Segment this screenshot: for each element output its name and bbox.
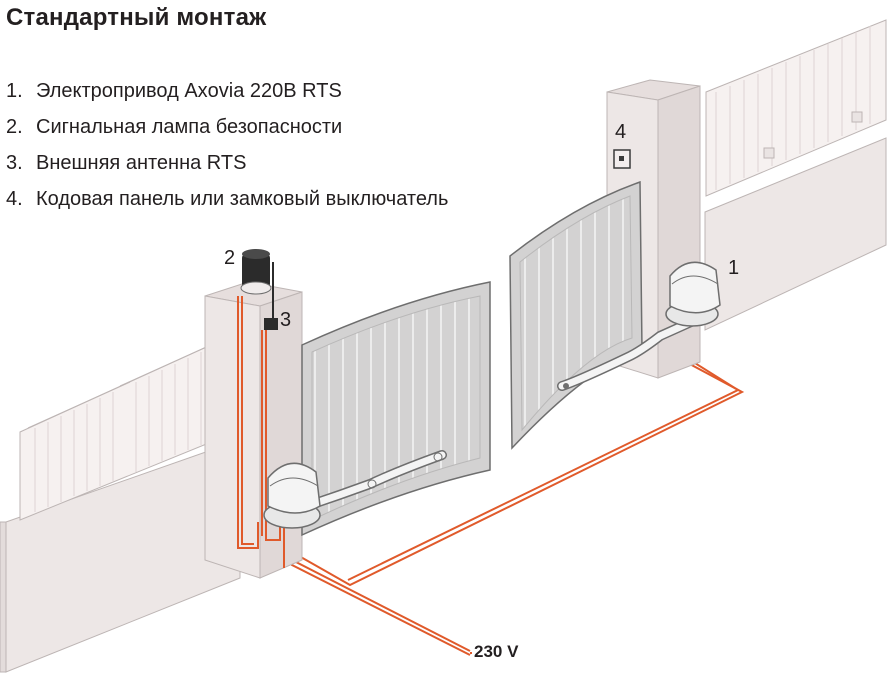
legend-item-lamp: 2.Сигнальная лампа безопасности [6,116,343,138]
left-fence [0,337,241,673]
legend-item-antenna: 3.Внешняя антенна RTS [6,152,247,174]
rts-antenna [264,262,278,330]
right-fence [704,19,887,331]
voltage-label: 230 V [474,642,519,661]
left-gate-leaf [301,281,491,537]
legend-item-motor: 1.Электропривод Axovia 220B RTS [6,80,342,102]
callout-antenna: 3 [280,309,291,331]
component-legend: 1.Электропривод Axovia 220B RTS 2.Сигнал… [6,78,448,222]
diagram-title: Стандартный монтаж [6,4,267,31]
right-motor [557,261,721,391]
pillar-wiring [237,296,285,568]
callout-lamp: 2 [224,247,235,269]
right-gate-leaf [509,180,643,450]
callout-keypad: 4 [615,121,626,143]
keypad-icon [613,149,631,169]
warning-lamp [240,249,272,295]
legend-item-keypad: 4.Кодовая панель или замковый выключател… [6,188,449,210]
callout-motor: 1 [728,257,739,279]
left-motor [263,450,447,529]
